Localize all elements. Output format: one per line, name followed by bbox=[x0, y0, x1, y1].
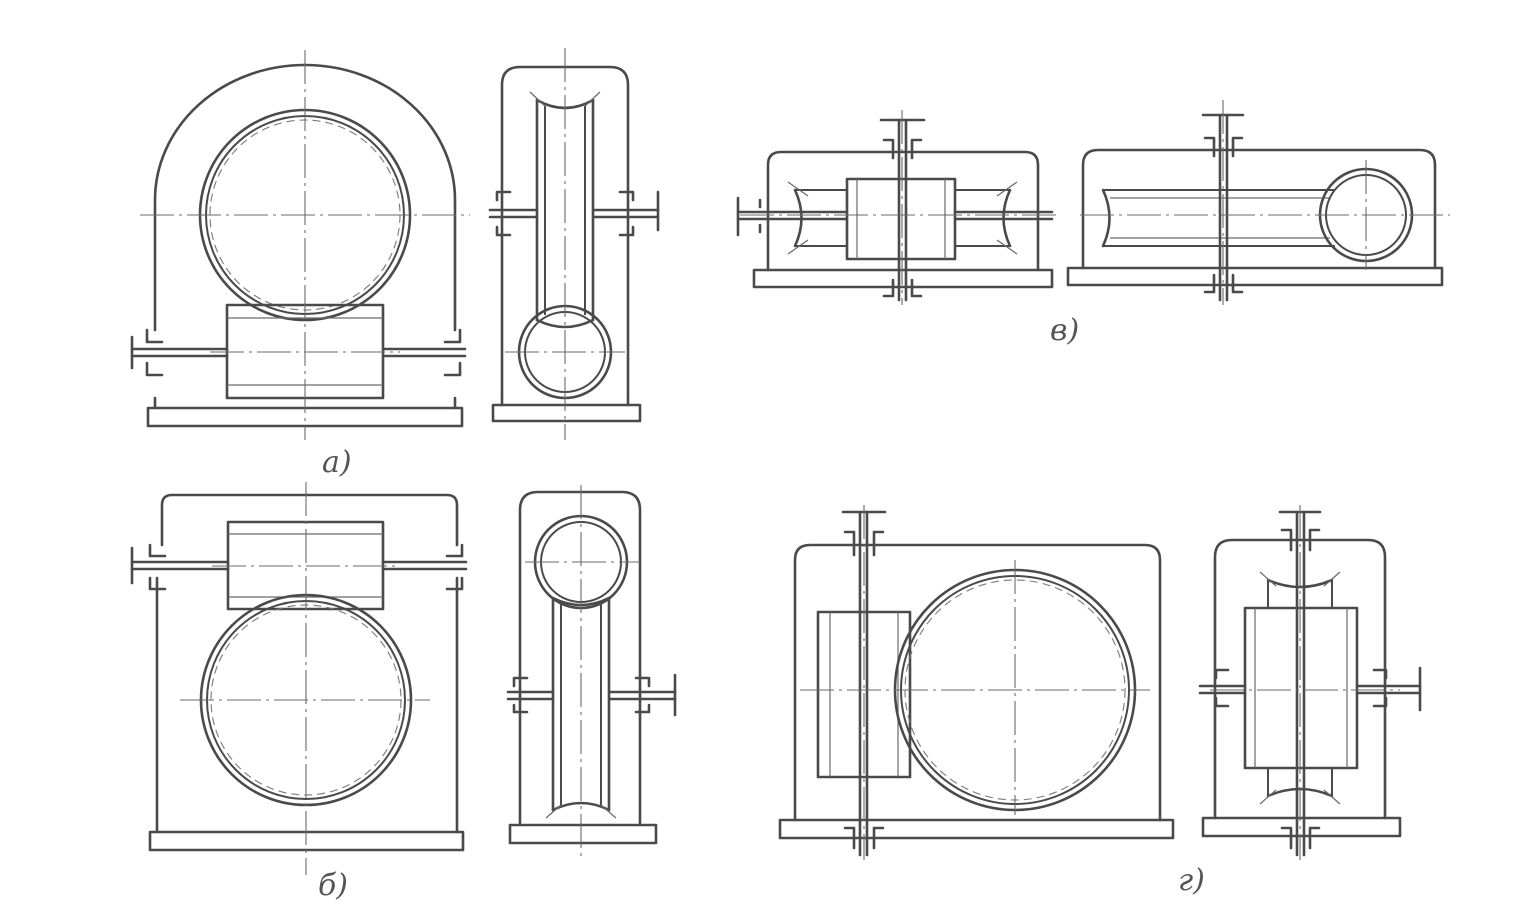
variant-v-front-view bbox=[736, 110, 1060, 305]
label-b: б) bbox=[318, 868, 348, 903]
label-g: г) bbox=[1178, 863, 1205, 898]
label-a: а) bbox=[322, 445, 352, 480]
variant-g-side-view bbox=[1198, 505, 1422, 860]
variant-b-side-view bbox=[506, 485, 677, 860]
variant-b-front-view bbox=[130, 482, 468, 875]
variant-a-side-view bbox=[488, 48, 660, 440]
variant-a-front-view bbox=[130, 50, 470, 440]
label-v: в) bbox=[1050, 313, 1079, 348]
variant-g-front-view bbox=[778, 505, 1175, 860]
variant-v-side-view bbox=[1066, 100, 1450, 305]
